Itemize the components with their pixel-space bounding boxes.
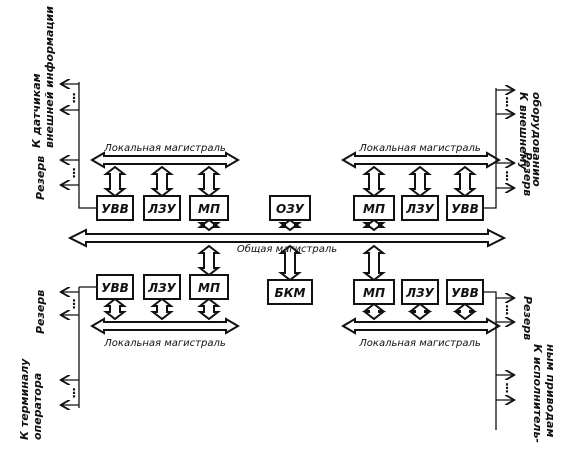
double-arrow-connector: [362, 244, 386, 282]
side-label-line: К исполнитель-: [531, 344, 544, 443]
block-label: ЛЗУ: [405, 286, 434, 300]
block-mp: [189, 195, 229, 221]
external-lines-top-left: ⋮ ⋮: [62, 82, 97, 209]
block-lzu: [143, 195, 181, 221]
block-mp: [353, 195, 395, 221]
block-label: ОЗУ: [276, 202, 305, 216]
double-arrow-connector: [150, 165, 174, 198]
ellipsis: ⋮: [501, 169, 513, 183]
block-mp: [353, 279, 395, 305]
double-arrow-connector: [453, 302, 477, 321]
block-group-bottom-left: УВВ ЛЗУ МП: [96, 274, 229, 300]
ellipsis: ⋮: [501, 95, 513, 109]
ellipsis: ⋮: [68, 91, 80, 105]
block-label: ЛЗУ: [147, 281, 176, 295]
main-bus: Общая магистраль: [67, 228, 507, 255]
label-top-left-reserve: Резерв: [34, 156, 47, 200]
block-group-bottom-right: МП ЛЗУ УВВ: [353, 279, 484, 305]
double-arrow-connector: [197, 244, 221, 277]
double-arrow-connector: [103, 165, 127, 198]
double-arrow-connector: [197, 218, 221, 232]
block-label: ЛЗУ: [147, 202, 176, 216]
side-label-line: оборудованию: [530, 92, 543, 187]
block-label: МП: [198, 202, 220, 216]
block-lzu: [401, 279, 439, 305]
double-arrow-connector: [408, 165, 432, 198]
external-lines-top-right: ⋮ ⋮: [483, 88, 513, 209]
external-lines-bottom-left: ⋮ ⋮: [62, 286, 97, 408]
block-label: УВВ: [451, 286, 479, 300]
block-label: МП: [363, 286, 385, 300]
label-top-right-reserve: Резерв: [521, 152, 534, 196]
block-group-top-mid: ОЗУ: [269, 195, 311, 221]
block-label: УВВ: [451, 202, 479, 216]
ellipsis: ⋮: [68, 297, 80, 311]
local-bus-top-left: Локальная магистраль: [90, 143, 240, 169]
double-arrow-connector: [278, 218, 302, 232]
ellipsis: ⋮: [501, 303, 513, 317]
double-arrow-connector: [197, 297, 221, 321]
block-label: УВВ: [101, 202, 129, 216]
external-lines-bottom-right: ⋮ ⋮: [483, 291, 513, 430]
double-arrow-connector: [362, 165, 386, 198]
label-bottom-left-reserve: Резерв: [34, 290, 47, 334]
side-label-line: Резерв: [521, 296, 534, 340]
block-lzu: [401, 195, 439, 221]
double-arrow-connector: [362, 302, 386, 321]
double-arrow-connector: [362, 218, 386, 232]
block-group-top-right: МП ЛЗУ УВВ: [353, 195, 484, 221]
side-label-line: Резерв: [521, 152, 534, 196]
double-arrow-connector: [197, 165, 221, 198]
side-label-line: ным приводам: [544, 344, 557, 437]
side-label-line: К внешнему: [517, 92, 530, 171]
local-bus-label: Локальная магистраль: [358, 143, 481, 154]
block-ozu: [269, 195, 311, 221]
side-label-line: Резерв: [34, 156, 47, 200]
label-bottom-right-main: К исполнитель- ным приводам: [531, 344, 557, 443]
block-label: МП: [198, 281, 220, 295]
double-arrow-connector: [408, 302, 432, 321]
side-label-line: К датчикам: [30, 73, 43, 148]
label-top-left-main: К датчикам внешней информации: [30, 6, 56, 148]
side-label-line: оператора: [31, 373, 44, 440]
block-lzu: [143, 274, 181, 300]
block-label: ЛЗУ: [405, 202, 434, 216]
block-group-top-left: УВВ ЛЗУ МП: [96, 195, 229, 221]
block-mp: [189, 274, 229, 300]
local-bus-label: Локальная магистраль: [103, 143, 226, 154]
block-bkm: [267, 279, 313, 305]
label-bottom-left-main: К терминалу оператора: [18, 358, 44, 440]
double-arrow-connector: [103, 297, 127, 321]
block-label: БКМ: [275, 286, 306, 300]
label-top-right-main: К внешнему оборудованию: [517, 92, 543, 187]
block-label: УВВ: [101, 281, 129, 295]
double-arrow-connector: [453, 165, 477, 198]
block-group-bottom-mid: БКМ: [267, 279, 313, 305]
local-bus-bottom-left: Локальная магистраль: [90, 317, 240, 349]
local-bus-top-right: Локальная магистраль: [341, 143, 501, 169]
double-arrow-connector: [150, 297, 174, 321]
ellipsis: ⋮: [68, 386, 80, 400]
ellipsis: ⋮: [68, 166, 80, 180]
local-bus-bottom-right: Локальная магистраль: [341, 317, 501, 349]
ellipsis: ⋮: [501, 381, 513, 395]
side-label-line: К терминалу: [18, 358, 31, 440]
local-bus-label: Локальная магистраль: [358, 338, 481, 349]
side-label-line: Резерв: [34, 290, 47, 334]
side-label-line: внешней информации: [43, 6, 56, 148]
local-bus-label: Локальная магистраль: [103, 338, 226, 349]
block-label: МП: [363, 202, 385, 216]
label-bottom-right-reserve: Резерв: [521, 296, 534, 340]
